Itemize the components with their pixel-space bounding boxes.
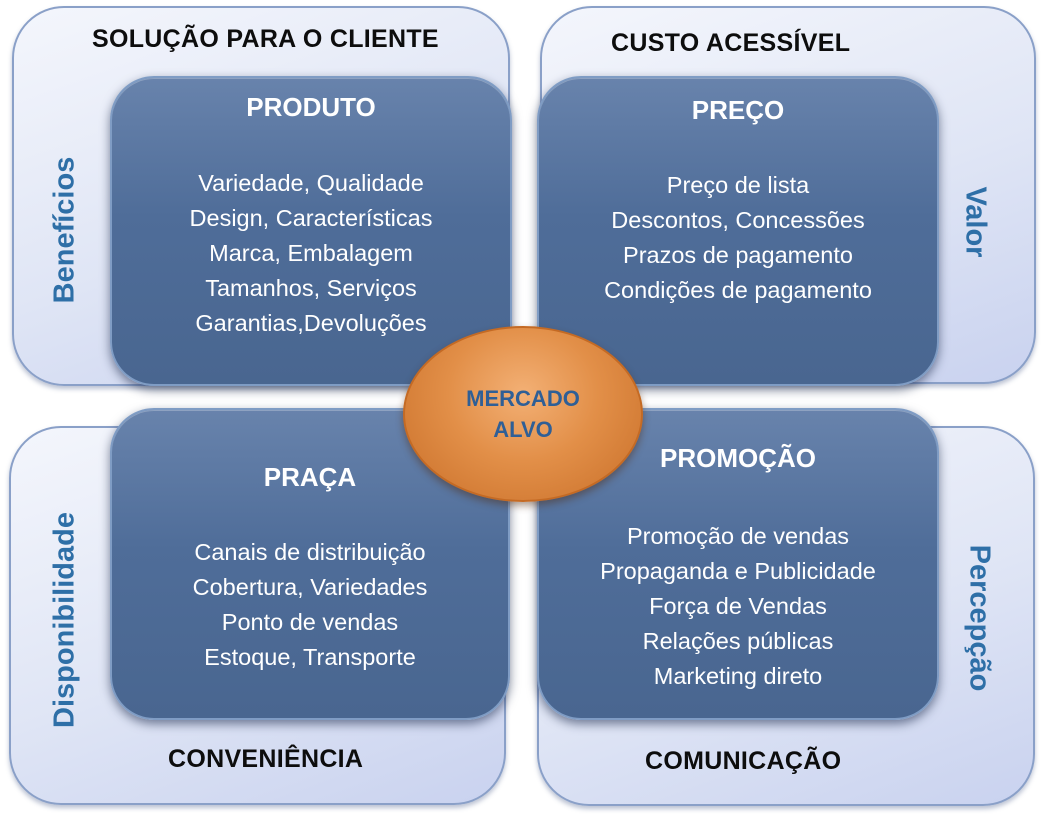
- center-label: MERCADO ALVO: [466, 386, 580, 442]
- list-item: Marca, Embalagem: [209, 240, 413, 266]
- list-item: Garantias,Devoluções: [195, 310, 427, 336]
- list-item: Prazos de pagamento: [623, 242, 853, 268]
- center-circle-mercado-alvo: MERCADO ALVO: [403, 326, 643, 502]
- list-item: Promoção de vendas: [626, 523, 850, 549]
- inner-box-preco: PREÇO Preço de lista Descontos, Concessõ…: [537, 76, 939, 386]
- list-item: Estoque, Transporte: [204, 644, 416, 670]
- inner-title-preco: PREÇO: [691, 95, 785, 125]
- list-item: Propaganda e Publicidade: [600, 558, 876, 584]
- side-label-bottom-right: Percepção: [963, 544, 996, 692]
- list-item: Descontos, Concessões: [611, 207, 865, 233]
- inner-title-produto: PRODUTO: [246, 92, 376, 122]
- outer-title-bottom-left: CONVENIÊNCIA: [168, 745, 364, 773]
- list-item: Ponto de vendas: [221, 609, 399, 635]
- list-item: Força de Vendas: [649, 593, 827, 619]
- list-item: Preço de lista: [666, 172, 810, 198]
- list-item: Tamanhos, Serviços: [205, 275, 417, 301]
- item-list-produto: Variedade, Qualidade Design, Característ…: [112, 166, 510, 341]
- item-list-preco: Preço de lista Descontos, Concessões Pra…: [539, 168, 937, 308]
- item-list-promocao: Promoção de vendas Propaganda e Publicid…: [539, 519, 937, 694]
- list-item: Condições de pagamento: [604, 277, 872, 303]
- list-item: Cobertura, Variedades: [192, 574, 428, 600]
- list-item: Marketing direto: [653, 663, 823, 689]
- inner-title-promocao: PROMOÇÃO: [660, 443, 816, 473]
- outer-title-top-right: CUSTO ACESSÍVEL: [611, 29, 851, 57]
- inner-box-produto: PRODUTO Variedade, Qualidade Design, Car…: [110, 76, 512, 386]
- inner-title-praca: PRAÇA: [263, 462, 357, 492]
- list-item: Variedade, Qualidade: [198, 170, 424, 196]
- list-item: Canais de distribuição: [194, 539, 426, 565]
- list-item: Design, Características: [189, 205, 433, 231]
- outer-title-top-left: SOLUÇÃO PARA O CLIENTE: [92, 25, 439, 53]
- side-label-bottom-left: Disponibilidade: [48, 512, 81, 728]
- side-label-top-left: Benefícios: [48, 156, 81, 304]
- list-item: Relações públicas: [642, 628, 834, 654]
- outer-title-bottom-right: COMUNICAÇÃO: [645, 747, 842, 775]
- item-list-praca: Canais de distribuição Cobertura, Varied…: [112, 535, 508, 675]
- side-label-top-right: Valor: [959, 186, 992, 258]
